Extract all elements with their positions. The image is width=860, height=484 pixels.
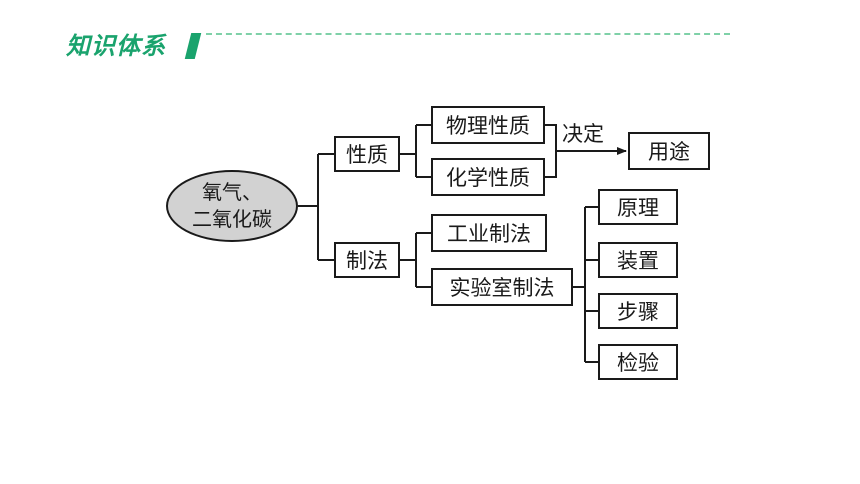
physical-properties-node: 物理性质 <box>431 106 545 144</box>
connector-root-branch <box>298 153 334 261</box>
lab-item-steps: 步骤 <box>598 293 678 329</box>
chemical-properties-node: 化学性质 <box>431 158 545 196</box>
connector-preparation-branch <box>400 232 431 288</box>
lab-item-principle: 原理 <box>598 189 678 225</box>
root-label-line2: 二氧化碳 <box>192 207 272 231</box>
header-title: 知识体系 <box>66 32 166 60</box>
decides-label: 决定 <box>562 122 604 146</box>
connector-physical-to-arrow <box>545 124 557 178</box>
header-dashed-divider <box>206 33 730 35</box>
root-label-line1: 氧气、 <box>202 180 262 204</box>
root-node: 氧气、 二氧化碳 <box>166 170 298 242</box>
laboratory-method-node: 实验室制法 <box>431 268 573 306</box>
connector-properties-branch <box>400 124 431 178</box>
uses-node: 用途 <box>628 132 710 170</box>
preparation-node: 制法 <box>334 242 400 278</box>
lab-item-apparatus: 装置 <box>598 242 678 278</box>
industrial-method-node: 工业制法 <box>431 214 547 252</box>
lab-item-test: 检验 <box>598 344 678 380</box>
connector-lab-branch <box>573 206 598 363</box>
properties-node: 性质 <box>334 136 400 172</box>
